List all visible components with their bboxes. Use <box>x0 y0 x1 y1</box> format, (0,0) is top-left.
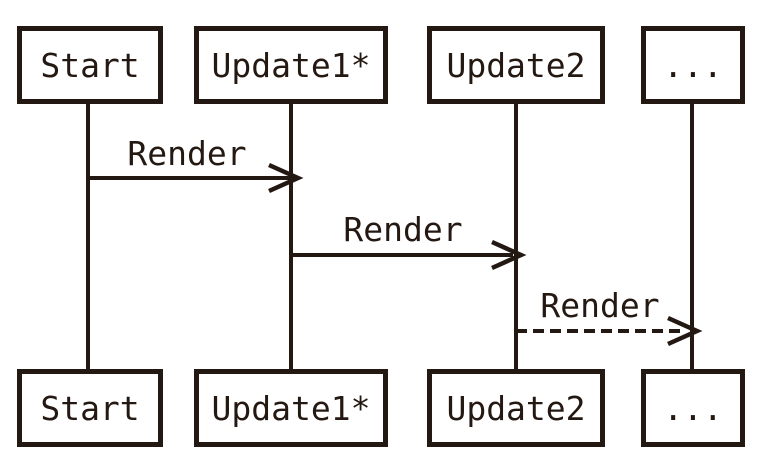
actor-label-ellipsis-top: ... <box>663 45 723 85</box>
actor-label-update1-bottom: Update1* <box>211 388 371 428</box>
arrowhead-icon-2 <box>491 239 527 271</box>
actor-label-ellipsis-bottom: ... <box>663 388 723 428</box>
actor-box-update2-top: Update2 <box>427 26 605 104</box>
arrowhead-icon-3 <box>667 315 703 347</box>
actor-box-start-bottom: Start <box>17 369 163 447</box>
message-label-1: Render <box>127 134 247 173</box>
actor-label-update1-top: Update1* <box>211 45 371 85</box>
actor-box-update2-bottom: Update2 <box>427 369 605 447</box>
message-label-3: Render <box>540 286 660 325</box>
actor-box-start-top: Start <box>17 26 163 104</box>
actor-label-start-bottom: Start <box>40 388 140 428</box>
actor-label-start-top: Start <box>40 45 140 85</box>
actor-label-update2-bottom: Update2 <box>446 388 586 428</box>
actor-box-ellipsis-bottom: ... <box>641 369 745 447</box>
arrowhead-icon-1 <box>268 162 304 194</box>
actor-box-ellipsis-top: ... <box>641 26 745 104</box>
actor-label-update2-top: Update2 <box>446 45 586 85</box>
actor-box-update1-bottom: Update1* <box>194 369 388 447</box>
actor-box-update1-top: Update1* <box>194 26 388 104</box>
message-label-2: Render <box>343 210 463 249</box>
